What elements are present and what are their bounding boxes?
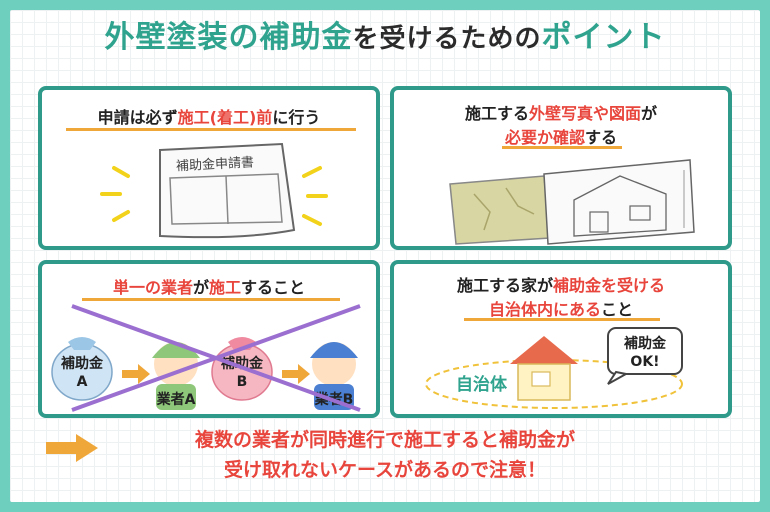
card-single-contractor: 単一の業者が施工すること 補助金 A 業者A 補助金: [38, 260, 380, 418]
card2-underline: [502, 146, 622, 149]
card4-heading-line2: 自治体内にあること: [488, 300, 634, 319]
subsidy-bag-a-icon: 補助金 A: [51, 337, 113, 401]
bag-a-label: 補助金: [60, 355, 104, 372]
municipality-house-illustration: 自治体 補助金 OK!: [425, 327, 683, 409]
application-form-text: 補助金申請書: [176, 154, 255, 174]
title-part-subsidy: 外壁塗装の補助金: [104, 20, 353, 55]
worker-a-label: 業者A: [156, 391, 196, 408]
subsidy-bag-b-icon: 補助金 B: [211, 337, 273, 401]
card2-heading-line1: 施工する外壁写真や図面が: [464, 104, 658, 123]
bubble-text-ok: OK!: [630, 354, 659, 370]
card2-heading-line2: 必要か確認する: [504, 128, 618, 147]
wall-photo-and-drawing-illustration: [449, 159, 695, 245]
speech-bubble: 補助金 OK!: [607, 327, 683, 385]
card-apply-before-construction: 申請は必ず施工(着工)前に行う 補助金申請書: [38, 86, 380, 250]
bag-a-letter: A: [77, 374, 88, 390]
contractors-illustration: 補助金 A 業者A 補助金 B: [51, 304, 361, 412]
caution-note: 複数の業者が同時進行で施工すると補助金が 受け取れないケースがあるので注意！: [0, 425, 770, 485]
card4-heading-line1: 施工する家が補助金を受ける: [456, 276, 666, 295]
caution-line2: 受け取れないケースがあるので注意！: [223, 459, 547, 481]
card1-heading: 申請は必ず施工(着工)前に行う: [97, 108, 321, 127]
card-photos-drawings: 施工する外壁写真や図面が 必要か確認する: [390, 86, 732, 250]
card3-underline: [82, 298, 340, 301]
arrow-icon: [122, 364, 150, 384]
cross-mark: [71, 304, 361, 412]
bubble-text-subsidy: 補助金: [623, 335, 667, 352]
application-document-illustration: 補助金申請書: [100, 142, 328, 239]
card1-underline: [66, 128, 356, 131]
arrow-icon: [282, 364, 310, 384]
title-part-middle: を受けるための: [352, 24, 542, 54]
worker-a-icon: 業者A: [152, 342, 200, 410]
bag-b-letter: B: [237, 374, 248, 390]
municipality-label: 自治体: [456, 374, 508, 395]
title-part-points: ポイント: [541, 20, 666, 55]
right-arrow-icon: [46, 434, 98, 462]
caution-line1: 複数の業者が同時進行で施工すると補助金が: [194, 429, 575, 451]
bag-b-label: 補助金: [220, 355, 264, 372]
house-icon: [510, 336, 578, 401]
card4-underline: [464, 318, 660, 321]
card-within-municipality: 施工する家が補助金を受ける 自治体内にあること 自治体 補助金 OK!: [390, 260, 732, 418]
card3-heading: 単一の業者が施工すること: [112, 278, 306, 297]
page-title: 外壁塗装の補助金を受けるためのポイント: [0, 12, 770, 56]
